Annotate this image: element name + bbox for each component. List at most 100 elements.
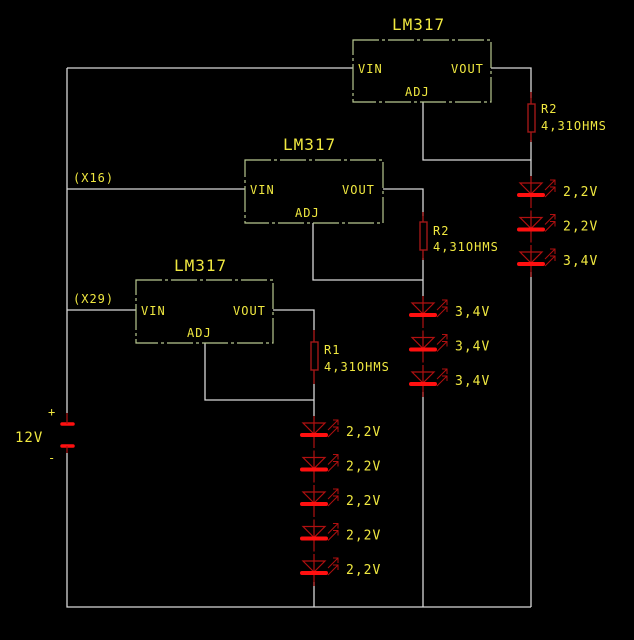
light-arrow-icon [436, 341, 448, 352]
led: 2,2V [300, 519, 381, 552]
light-arrow-icon [327, 564, 339, 576]
led-anode-triangle [518, 251, 544, 264]
light-arrow-head-icon [442, 306, 448, 312]
light-arrow-head-icon [333, 454, 339, 460]
light-arrow-head-icon [333, 564, 339, 570]
led-voltage-label: 3,4V [455, 305, 490, 320]
led-anode-triangle [518, 216, 544, 230]
light-arrow-icon [327, 495, 339, 507]
resistor-1-value: 4,31OHMS [541, 119, 607, 133]
regulator-1-adj: ADJ [405, 85, 430, 99]
led: 2,2V [300, 554, 381, 586]
led-anode-triangle [410, 336, 436, 350]
led: 3,4V [409, 365, 490, 397]
light-arrow-icon [327, 557, 339, 569]
light-arrow-head-icon [333, 557, 339, 563]
wire-vout-2 [383, 188, 424, 216]
resistor-1-name: R2 [541, 102, 557, 116]
light-arrow-head-icon [550, 221, 556, 227]
led-voltage-label: 2,2V [563, 185, 598, 200]
regulator-1-vout: VOUT [451, 62, 484, 76]
wires [66, 67, 532, 608]
light-arrow-head-icon [333, 488, 339, 494]
led-voltage-label: 2,2V [563, 220, 598, 235]
wire-vout-1 [491, 67, 532, 98]
led: 3,4V [409, 330, 489, 363]
regulator-2-title: LM317 [283, 135, 336, 154]
led: 2,2V [300, 450, 381, 483]
light-arrow-icon [327, 454, 339, 465]
wire-adj-2 [312, 223, 423, 281]
led-anode-triangle [518, 182, 544, 195]
light-arrow-icon [436, 334, 448, 345]
battery: + 12V - [15, 405, 75, 465]
light-arrow-head-icon [333, 495, 339, 501]
light-arrow-icon [544, 248, 556, 260]
resistor-1: R2 4,31OHMS [527, 92, 607, 142]
regulator-1-body [352, 39, 492, 103]
light-arrow-icon [436, 306, 448, 318]
regulator-2-multiplier: (X16) [73, 171, 114, 185]
light-arrow-icon [327, 426, 339, 438]
resistor-3-body [310, 341, 319, 371]
light-arrow-icon [544, 255, 556, 267]
led-string-1: 2,2V 2,2V 3,4V [517, 176, 598, 277]
regulator-2-adj: ADJ [295, 206, 320, 220]
regulator-3-title: LM317 [174, 256, 227, 275]
regulator-2: LM317 VIN VOUT ADJ (X16) [73, 135, 384, 224]
light-arrow-head-icon [333, 461, 339, 467]
light-arrow-head-icon [442, 334, 448, 340]
regulator-3-adj: ADJ [187, 326, 212, 340]
light-arrow-icon [327, 419, 339, 431]
led-anode-triangle [301, 456, 327, 470]
light-arrow-icon [544, 179, 556, 191]
resistor-3: R1 4,31OHMS [310, 330, 390, 384]
regulator-1-title: LM317 [392, 15, 445, 34]
light-arrow-icon [436, 368, 448, 380]
wire-adj-1 [422, 102, 531, 161]
led-anode-triangle [301, 560, 327, 573]
regulator-2-vin: VIN [250, 183, 275, 197]
regulator-3-multiplier: (X29) [73, 292, 114, 306]
led-anode-triangle [410, 371, 436, 384]
light-arrow-icon [544, 186, 556, 198]
light-arrow-head-icon [442, 299, 448, 305]
battery-voltage-label: 12V [15, 430, 43, 446]
regulator-3-vin: VIN [141, 304, 166, 318]
regulator-1: LM317 VIN VOUT ADJ [352, 15, 492, 103]
light-arrow-head-icon [333, 530, 339, 536]
regulator-3: LM317 VIN VOUT ADJ (X29) [73, 256, 274, 344]
led-anode-triangle [410, 302, 436, 315]
light-arrow-icon [436, 299, 448, 311]
light-arrow-icon [544, 221, 556, 232]
light-arrow-icon [327, 530, 339, 541]
light-arrow-icon [436, 375, 448, 387]
led-voltage-label: 3,4V [455, 374, 490, 389]
resistor-2-body [419, 221, 428, 251]
regulator-2-body [244, 159, 384, 224]
resistor-2-value: 4,31OHMS [433, 240, 499, 254]
led: 2,2V [300, 416, 381, 448]
light-arrow-head-icon [333, 523, 339, 529]
led-anode-triangle [301, 491, 327, 504]
resistor-3-value: 4,31OHMS [324, 360, 390, 374]
led-voltage-label: 2,2V [346, 529, 381, 544]
resistor-3-name: R1 [324, 343, 340, 357]
led-voltage-label: 2,2V [346, 460, 381, 475]
light-arrow-head-icon [550, 255, 556, 261]
led: 2,2V [517, 210, 598, 243]
led-voltage-label: 3,4V [563, 254, 598, 269]
led-string-2: 3,4V 3,4V 3,4V [409, 296, 490, 397]
led-voltage-label: 2,2V [346, 425, 381, 440]
battery-minus-sign: - [48, 451, 56, 465]
light-arrow-icon [327, 523, 339, 534]
battery-plus-sign: + [48, 405, 56, 419]
led: 3,4V [517, 245, 598, 277]
regulator-1-vin: VIN [358, 62, 383, 76]
led-voltage-label: 2,2V [346, 563, 381, 578]
light-arrow-head-icon [442, 375, 448, 381]
led-anode-triangle [301, 525, 327, 539]
led: 2,2V [517, 176, 598, 208]
led-string-3: 2,2V2,2V2,2V2,2V2,2V [300, 416, 381, 586]
